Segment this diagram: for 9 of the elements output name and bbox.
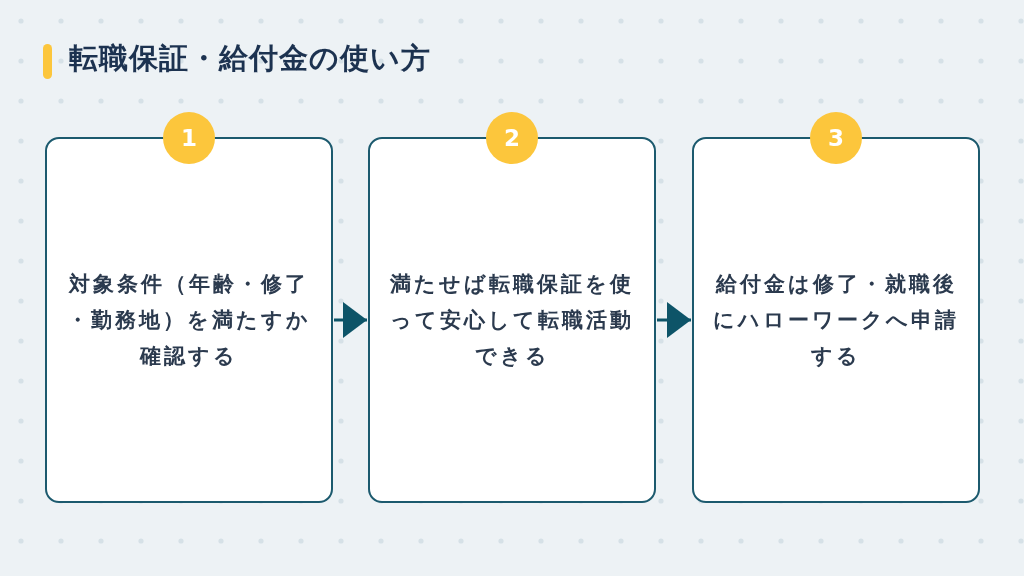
- step-number: 3: [810, 112, 862, 164]
- step-description: 対象条件（年齢・修了・勤務地）を満たすか確認する: [66, 271, 312, 370]
- step-number: 2: [486, 112, 538, 164]
- step-number: 1: [163, 112, 215, 164]
- step-description: 給付金は修了・就職後にハローワークへ申請する: [713, 271, 959, 370]
- step-description: 満たせば転職保証を使って安心して転職活動できる: [389, 271, 635, 370]
- title: 転職保証・給付金の使い方: [69, 40, 431, 77]
- arrow: [334, 302, 367, 338]
- arrow: [657, 302, 691, 338]
